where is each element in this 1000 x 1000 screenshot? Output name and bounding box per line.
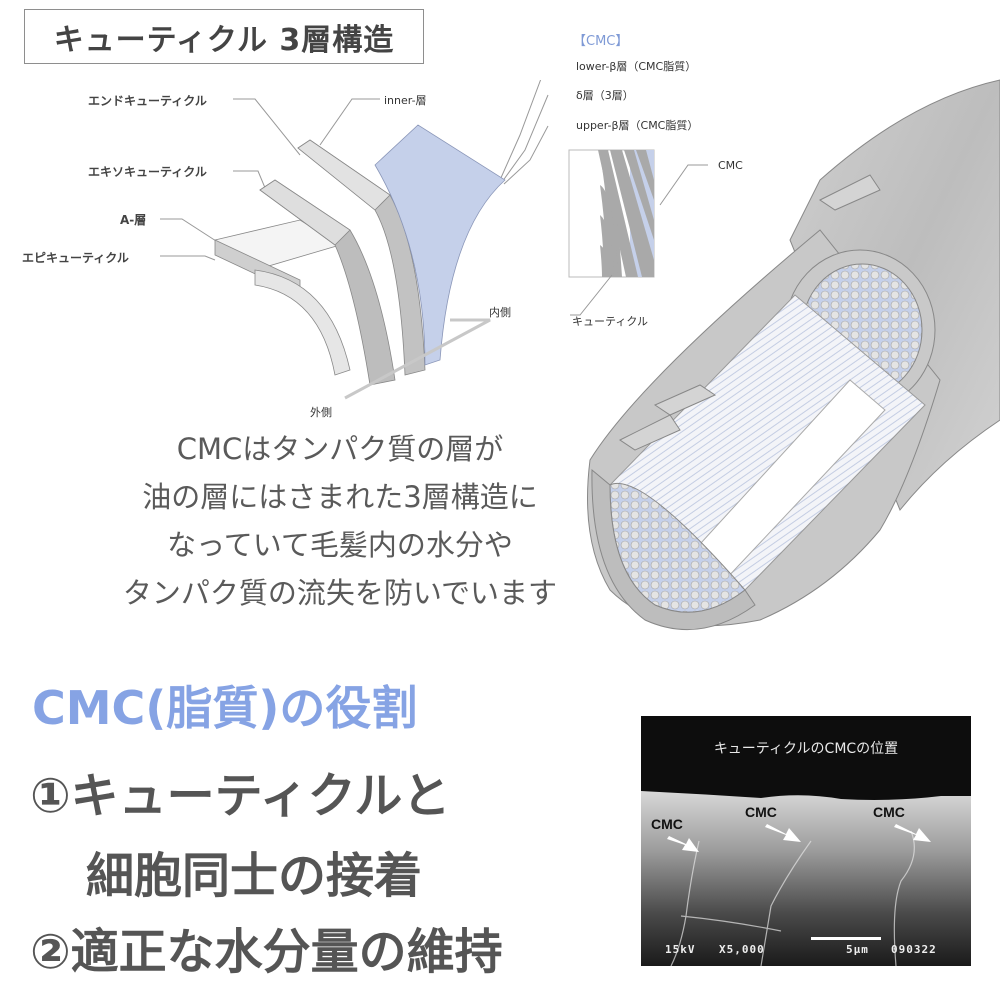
sem-marker-cmc-3: CMC xyxy=(873,804,905,820)
sem-scale: 5μm xyxy=(846,943,869,956)
sem-arrows xyxy=(667,824,931,852)
sem-marker-cmc-2: CMC xyxy=(745,804,777,820)
label-a-layer: A-層 xyxy=(120,213,147,227)
description-line: なっていて毛髪内の水分や xyxy=(167,528,513,562)
sem-micrograph: キューティクルのCMCの位置 CMC CMC CMC 15kV X5,000 5… xyxy=(641,716,971,966)
sem-id: 090322 xyxy=(891,943,937,956)
cmc-legend-lower-beta: lower-β層（CMC脂質） xyxy=(576,60,697,73)
cmc-legend-upper-beta: upper-β層（CMC脂質） xyxy=(576,119,699,132)
label-epicuticle: エピキューティクル xyxy=(22,251,129,265)
role-item-2: ②適正な水分量の維持 xyxy=(30,924,503,980)
sem-caption: キューティクルのCMCの位置 xyxy=(713,741,899,757)
arrow-icon xyxy=(667,836,699,852)
label-outside: 外側 xyxy=(310,406,332,419)
cuticle-cmc-detail xyxy=(568,149,708,316)
arrow-icon xyxy=(894,824,931,842)
cmc-legend-heading: 【CMC】 xyxy=(573,34,629,49)
label-inside: 内側 xyxy=(489,306,511,319)
label-cmc: CMC xyxy=(718,159,743,172)
arrow-icon xyxy=(765,824,801,842)
role-item-1: ①キューティクルと xyxy=(30,768,451,824)
label-exocuticle: エキソキューティクル xyxy=(88,165,207,179)
label-cuticle: キューティクル xyxy=(572,315,649,328)
description-line: タンパク質の流失を防いでいます xyxy=(122,576,558,610)
cmc-description: CMCはタンパク質の層が 油の層にはさまれた3層構造に なっていて毛髪内の水分や… xyxy=(100,425,580,617)
label-endocuticle: エンドキューティクル xyxy=(88,94,207,108)
roles-title: CMC(脂質)の役割 xyxy=(32,681,418,735)
role-item-1-continued: 細胞同士の接着 xyxy=(86,848,423,904)
description-line: CMCはタンパク質の層が xyxy=(176,432,504,466)
page-title: キューティクル 3層構造 xyxy=(24,9,424,64)
cmc-legend-delta: δ層（3層） xyxy=(576,89,634,102)
cuticle-layer-diagram xyxy=(160,80,549,400)
sem-marker-cmc-1: CMC xyxy=(651,816,683,832)
sem-magnification: X5,000 xyxy=(719,943,765,956)
label-inner-layer: inner-層 xyxy=(384,94,427,107)
description-line: 油の層にはさまれた3層構造に xyxy=(142,480,538,514)
sem-voltage: 15kV xyxy=(665,943,696,956)
hair-cross-section-illustration xyxy=(587,79,1000,631)
sem-surface xyxy=(641,791,971,966)
